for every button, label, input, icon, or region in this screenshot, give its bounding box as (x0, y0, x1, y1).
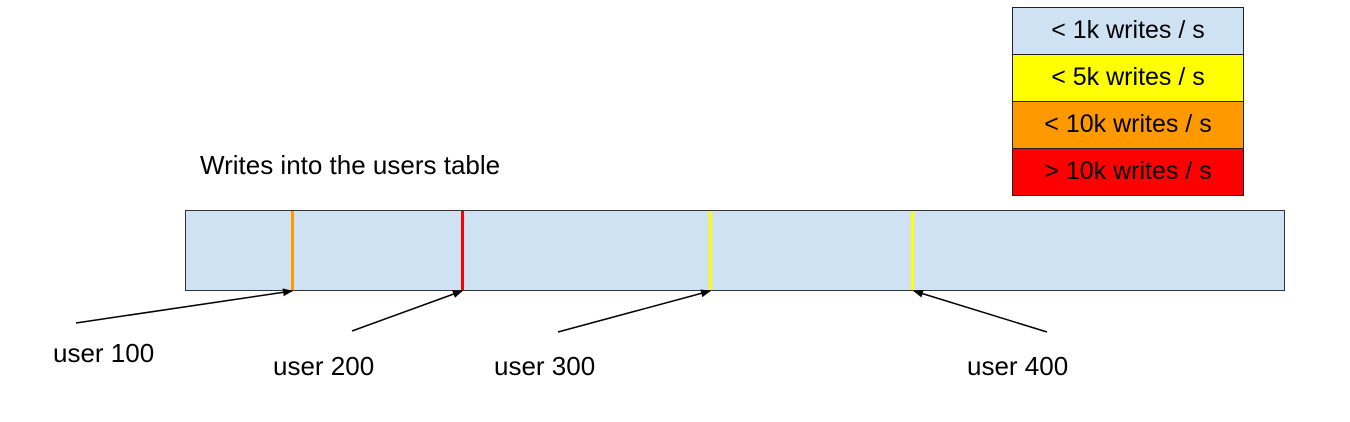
arrow-user-300 (557, 289, 711, 333)
diagram-title: Writes into the users table (200, 150, 501, 180)
marker-user-200 (461, 211, 464, 290)
marker-user-300 (709, 211, 712, 290)
arrow-user-100 (75, 288, 293, 324)
marker-user-400 (911, 211, 914, 290)
legend-item-over-10k: > 10k writes / s (1012, 148, 1244, 196)
arrow-user-200 (351, 290, 463, 332)
marker-user-100 (291, 211, 294, 290)
users-table-bar (185, 210, 1285, 291)
label-user-300: user 300 (494, 351, 596, 381)
legend-item-under-1k: < 1k writes / s (1012, 7, 1244, 54)
label-user-200: user 200 (273, 351, 375, 381)
legend: < 1k writes / s < 5k writes / s < 10k wr… (1012, 7, 1244, 196)
label-user-400: user 400 (967, 351, 1069, 381)
arrow-user-400 (913, 289, 1048, 333)
legend-item-under-10k: < 10k writes / s (1012, 101, 1244, 148)
legend-item-under-5k: < 5k writes / s (1012, 54, 1244, 101)
label-user-100: user 100 (53, 338, 155, 368)
